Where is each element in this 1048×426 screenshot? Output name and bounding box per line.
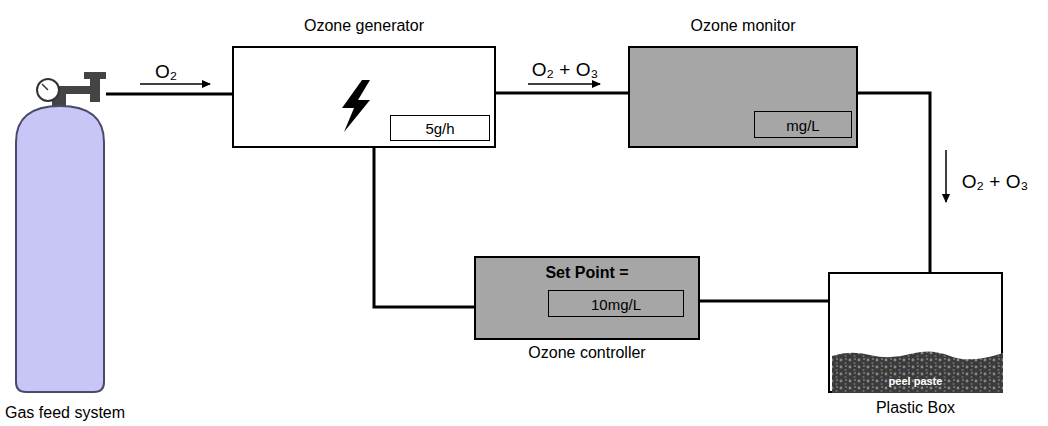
node-label: Gas feed system <box>5 404 125 422</box>
readout-box: 10mg/L <box>548 290 684 317</box>
flow-label: O₂ + O₃ <box>962 171 1028 193</box>
readout-box: 5g/h <box>390 115 490 141</box>
node-heading: Plastic Box <box>876 399 955 417</box>
gas-line <box>496 92 628 95</box>
node-heading: Ozone generator <box>304 17 424 35</box>
readout-value: 5g/h <box>391 120 489 137</box>
gas-cylinder <box>12 70 112 394</box>
flow-arrow <box>140 83 210 85</box>
gas-line <box>374 148 474 307</box>
flow-label: O₂ <box>155 61 177 83</box>
peel-paste-texture <box>830 274 1001 391</box>
setpoint-heading: Set Point = <box>476 264 698 282</box>
process-box: Ozone monitormg/L <box>628 46 858 148</box>
gas-line <box>106 93 232 96</box>
flow-arrow <box>528 83 600 85</box>
gas-line <box>858 93 930 297</box>
container-box: Plastic Boxpeel paste <box>828 272 1003 393</box>
readout-box: mg/L <box>754 111 852 138</box>
flow-label: O₂ + O₃ <box>532 59 598 81</box>
contents-label: peel paste <box>830 375 1001 387</box>
process-box: Ozone generator5g/h <box>232 46 496 148</box>
readout-value: 10mg/L <box>549 295 683 312</box>
flow-arrow <box>945 150 947 202</box>
node-heading: Ozone monitor <box>691 17 796 35</box>
node-heading: Ozone controller <box>528 344 645 362</box>
gas-cylinder: Gas feed system <box>12 70 112 394</box>
readout-value: mg/L <box>755 116 851 133</box>
process-box: Set Point =Ozone controller10mg/L <box>474 256 700 340</box>
